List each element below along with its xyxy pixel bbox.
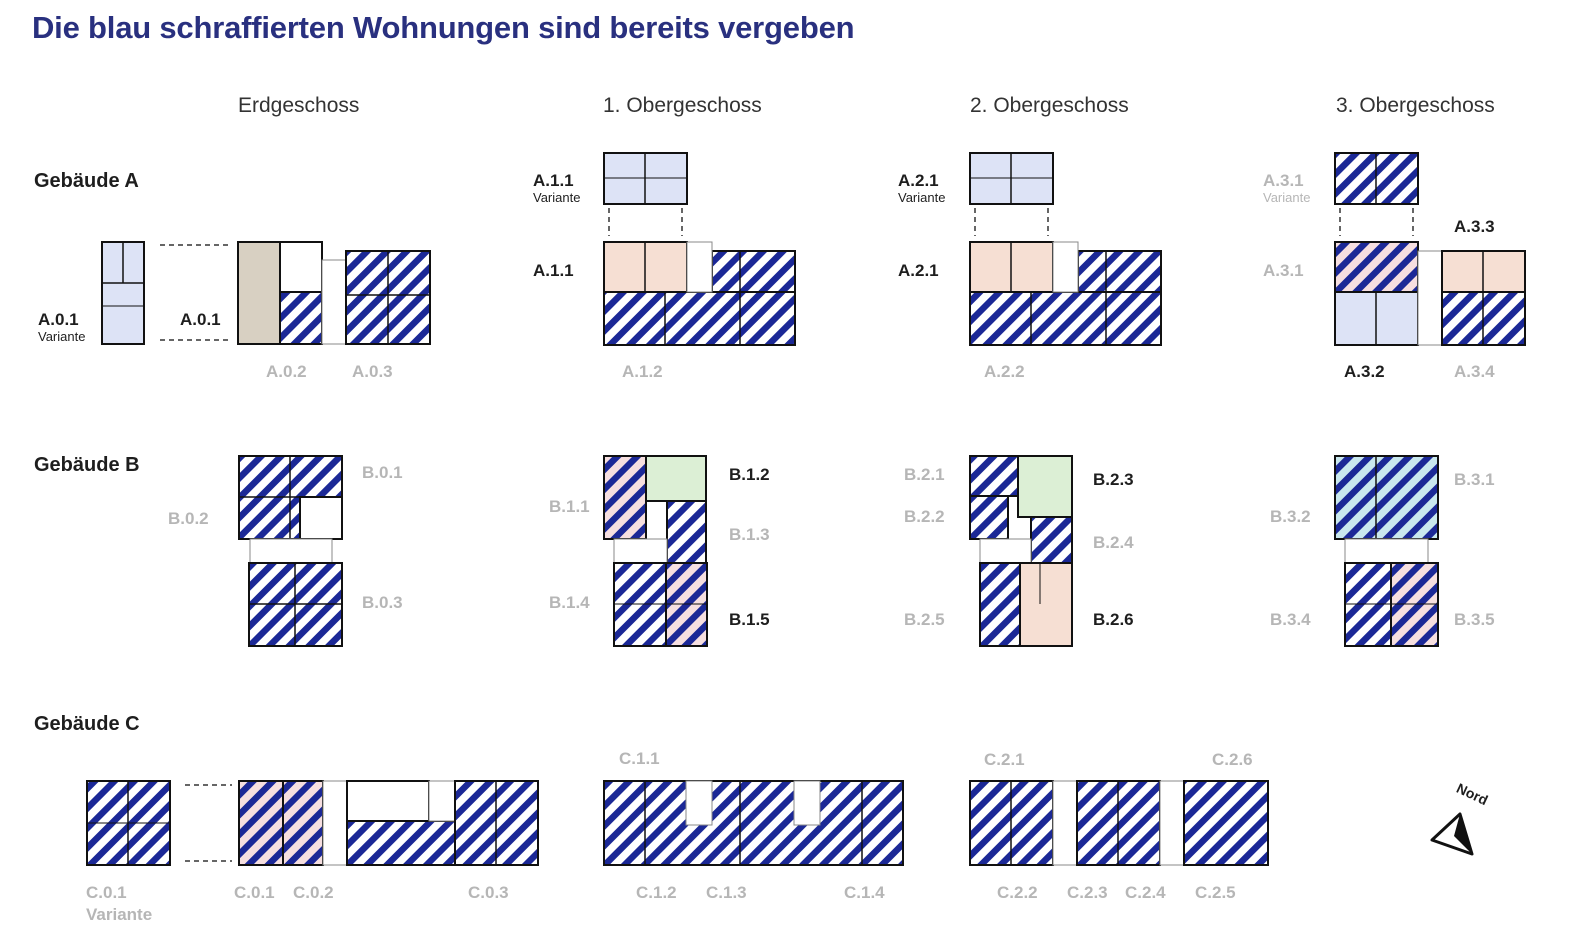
unit-label-c-1-4: C.1.4 (844, 883, 885, 902)
variant-label-a-1-1: Variante (533, 190, 581, 205)
variant-label-a-3-1: Variante (1263, 190, 1311, 205)
unit-label-c-2-3: C.2.3 (1067, 883, 1108, 902)
unit-label-b-2-5: B.2.5 (904, 610, 945, 629)
unit-label-c-2-1: C.2.1 (984, 750, 1025, 769)
unit-label-c-1-1: C.1.1 (619, 749, 660, 768)
floor-heading-erdgeschoss: Erdgeschoss (238, 94, 360, 117)
plan-b-0 (238, 455, 343, 647)
plan-a-ground (237, 241, 431, 345)
unit-label-c-0-1: C.0.1 (234, 883, 275, 902)
unit-label-b-0-2: B.0.2 (168, 509, 209, 528)
unit-label-b-2-1: B.2.1 (904, 465, 945, 484)
unit-label-b-1-3: B.1.3 (729, 525, 770, 544)
plan-a-0-1-variante (101, 241, 145, 345)
unit-label-a-0-2: A.0.2 (266, 362, 307, 381)
plan-a-3 (1334, 241, 1526, 346)
unit-label-a-0-1: A.0.1 (180, 310, 221, 329)
unit-label-b-1-1: B.1.1 (549, 497, 590, 516)
unit-label-c-0-1-variante: C.0.1 (86, 883, 127, 902)
unit-label-c-2-6: C.2.6 (1212, 750, 1253, 769)
building-a-heading: Gebäude A (34, 170, 139, 192)
unit-label-a-3-4: A.3.4 (1454, 362, 1495, 381)
plan-a-2 (969, 241, 1162, 346)
unit-label-b-2-3: B.2.3 (1093, 470, 1134, 489)
unit-label-c-1-3: C.1.3 (706, 883, 747, 902)
unit-label-a-3-1-variante: A.3.1 (1263, 171, 1304, 190)
unit-label-c-2-5: C.2.5 (1195, 883, 1236, 902)
plan-c-2 (969, 780, 1269, 866)
unit-label-a-1-1: A.1.1 (533, 261, 574, 280)
floor-heading-og2: 2. Obergeschoss (970, 94, 1129, 117)
unit-label-a-3-3: A.3.3 (1454, 217, 1495, 236)
unit-label-b-3-1: B.3.1 (1454, 470, 1495, 489)
unit-label-b-2-2: B.2.2 (904, 507, 945, 526)
plan-a-1 (603, 241, 796, 346)
plan-b-3 (1334, 455, 1439, 647)
unit-label-b-1-5: B.1.5 (729, 610, 770, 629)
page-title: Die blau schraffierten Wohnungen sind be… (32, 10, 855, 45)
floor-heading-og3: 3. Obergeschoss (1336, 94, 1495, 117)
plan-a-3-variante (1334, 152, 1419, 205)
variant-label-a-0-1: Variante (38, 329, 86, 344)
unit-label-a-2-1-variante: A.2.1 (898, 171, 939, 190)
unit-label-a-0-3: A.0.3 (352, 362, 393, 381)
unit-label-a-2-1: A.2.1 (898, 261, 939, 280)
unit-label-b-3-5: B.3.5 (1454, 610, 1495, 629)
unit-label-a-3-1: A.3.1 (1263, 261, 1304, 280)
plan-c-1 (603, 780, 904, 866)
plan-a-2-variante (969, 152, 1054, 205)
unit-label-b-0-3: B.0.3 (362, 593, 403, 612)
unit-label-b-3-4: B.3.4 (1270, 610, 1311, 629)
plan-b-2 (969, 455, 1073, 647)
unit-label-c-2-4: C.2.4 (1125, 883, 1166, 902)
north-arrow-icon (1430, 812, 1474, 856)
unit-label-a-0-1-variante: A.0.1 (38, 310, 79, 329)
unit-label-c-1-2: C.1.2 (636, 883, 677, 902)
plan-c-0 (238, 780, 539, 866)
unit-label-b-2-4: B.2.4 (1093, 533, 1134, 552)
variant-label-a-2-1: Variante (898, 190, 946, 205)
unit-label-b-2-6: B.2.6 (1093, 610, 1134, 629)
plan-b-1 (603, 455, 708, 647)
unit-label-c-0-3: C.0.3 (468, 883, 509, 902)
unit-label-b-1-2: B.1.2 (729, 465, 770, 484)
building-c-heading: Gebäude C (34, 713, 140, 735)
plan-c-0-variante (86, 780, 171, 866)
unit-label-a-1-1-variante: A.1.1 (533, 171, 574, 190)
unit-label-b-3-2: B.3.2 (1270, 507, 1311, 526)
unit-label-c-2-2: C.2.2 (997, 883, 1038, 902)
unit-label-b-0-1: B.0.1 (362, 463, 403, 482)
floor-heading-og1: 1. Obergeschoss (603, 94, 762, 117)
unit-label-c-0-2: C.0.2 (293, 883, 334, 902)
unit-label-a-2-2: A.2.2 (984, 362, 1025, 381)
unit-label-b-1-4: B.1.4 (549, 593, 590, 612)
unit-label-a-1-2: A.1.2 (622, 362, 663, 381)
unit-label-a-3-2: A.3.2 (1344, 362, 1385, 381)
variant-label-c-0-1: Variante (86, 905, 153, 924)
plan-a-1-variante (603, 152, 688, 205)
building-b-heading: Gebäude B (34, 454, 140, 476)
